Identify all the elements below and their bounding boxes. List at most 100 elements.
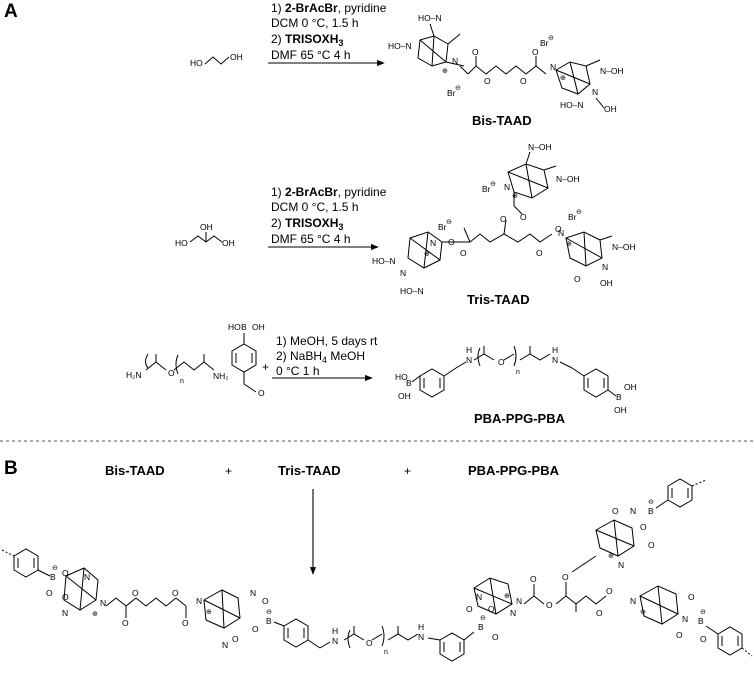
svg-text:⊕: ⊕: [560, 75, 566, 82]
reaction-1-step1: 1) 2-BrAcBr, pyridine: [271, 1, 387, 15]
svg-text:B: B: [616, 392, 622, 402]
svg-text:⊕: ⊕: [92, 611, 98, 618]
svg-text:OH: OH: [600, 278, 613, 288]
svg-text:H: H: [332, 626, 338, 636]
bis-taad-label: Bis-TAAD: [472, 113, 532, 128]
svg-text:O: O: [562, 572, 569, 582]
svg-text:H: H: [552, 345, 558, 355]
svg-text:NH₂: NH₂: [213, 371, 229, 381]
svg-text:HO: HO: [395, 372, 408, 382]
svg-text:O: O: [172, 588, 179, 598]
svg-text:N: N: [430, 238, 436, 248]
svg-text:O: O: [488, 604, 495, 614]
svg-text:O: O: [498, 357, 505, 367]
svg-text:n: n: [180, 378, 184, 385]
svg-text:N: N: [452, 56, 458, 66]
glycerol-structure: HO OH OH: [175, 222, 235, 248]
svg-text:⊖: ⊖: [576, 209, 582, 216]
svg-text:N: N: [62, 608, 68, 618]
svg-text:B: B: [406, 378, 412, 388]
pba-ppg-pba-structure: HO B OH N H O n N H B OH OH: [395, 345, 637, 415]
svg-text:⊕: ⊕: [442, 68, 448, 75]
svg-text:OH: OH: [252, 322, 265, 332]
svg-text:O: O: [466, 604, 473, 614]
reaction-2-step2: 2) TRISOXH3: [271, 216, 343, 232]
svg-text:N: N: [552, 355, 558, 365]
svg-text:N: N: [332, 636, 338, 646]
svg-text:OH: OH: [230, 52, 243, 62]
boronate-network-structure: B ⊖ O O O N N N ⊕ O O O O N ⊕ N O O O B …: [1, 478, 753, 662]
svg-text:⊖: ⊖: [446, 219, 452, 226]
svg-text:N: N: [618, 560, 624, 570]
svg-text:Br: Br: [447, 88, 456, 98]
svg-text:⊖: ⊖: [490, 181, 496, 188]
svg-text:N: N: [476, 592, 482, 602]
svg-text:N: N: [466, 355, 472, 365]
reaction-3-conditions: 1) MeOH, 5 days rt 2) NaBH4 MeOH 0 °C 1 …: [272, 334, 378, 382]
svg-text:O: O: [366, 638, 373, 648]
svg-text:O: O: [258, 388, 265, 398]
svg-text:n: n: [516, 369, 520, 376]
svg-text:⊕: ⊕: [566, 241, 572, 248]
reaction-3-step2: 2) NaBH4 MeOH: [276, 349, 365, 365]
svg-text:Br: Br: [568, 212, 577, 222]
svg-text:N: N: [196, 596, 202, 606]
svg-text:⊕: ⊕: [512, 193, 518, 200]
svg-text:HO–N: HO–N: [418, 13, 442, 23]
reaction-2-step1-conditions: DCM 0 °C, 1.5 h: [271, 200, 359, 214]
svg-text:O: O: [530, 574, 537, 584]
svg-text:O: O: [640, 522, 647, 532]
svg-text:N: N: [100, 598, 106, 608]
svg-text:⊖: ⊖: [266, 609, 272, 616]
svg-text:HO: HO: [228, 322, 241, 332]
svg-text:O: O: [555, 224, 562, 234]
svg-text:HO: HO: [175, 238, 188, 248]
plus-sign-1: +: [262, 360, 269, 374]
svg-text:O: O: [132, 588, 139, 598]
svg-text:N: N: [630, 506, 636, 516]
reaction-1-step1-conditions: DCM 0 °C, 1.5 h: [271, 16, 359, 30]
svg-text:H: H: [418, 622, 424, 632]
svg-text:O: O: [62, 568, 69, 578]
svg-text:⊖: ⊖: [455, 85, 461, 92]
svg-text:O: O: [46, 588, 53, 598]
svg-text:N: N: [418, 632, 424, 642]
svg-text:N: N: [630, 596, 636, 606]
svg-text:⊕: ⊕: [640, 609, 646, 616]
reaction-2-step1: 1) 2-BrAcBr, pyridine: [271, 185, 387, 199]
svg-text:HO: HO: [190, 58, 203, 68]
svg-text:O: O: [492, 632, 499, 642]
svg-text:O: O: [232, 634, 239, 644]
svg-text:O: O: [648, 540, 655, 550]
svg-text:O: O: [596, 608, 603, 618]
panel-label-a: A: [4, 1, 18, 22]
pba-ppg-pba-label: PBA-PPG-PBA: [474, 411, 566, 426]
reaction-2-conditions: 1) 2-BrAcBr, pyridine DCM 0 °C, 1.5 h 2)…: [268, 185, 387, 251]
svg-text:HO–N: HO–N: [400, 286, 424, 296]
svg-text:H: H: [466, 345, 472, 355]
svg-text:O: O: [500, 214, 507, 224]
svg-text:⊕: ⊕: [504, 593, 510, 600]
svg-text:OH: OH: [614, 405, 627, 415]
svg-text:⊖: ⊖: [480, 615, 486, 622]
svg-text:⊖: ⊖: [648, 499, 654, 506]
reaction-3-step3: 0 °C 1 h: [276, 364, 320, 378]
svg-text:N: N: [510, 608, 516, 618]
svg-text:N–OH: N–OH: [556, 174, 580, 184]
svg-text:⊖: ⊖: [52, 565, 58, 572]
svg-text:Br: Br: [482, 184, 491, 194]
reaction-3-step1: 1) MeOH, 5 days rt: [276, 334, 378, 348]
svg-text:N: N: [504, 182, 510, 192]
svg-text:O: O: [574, 274, 581, 284]
svg-text:O: O: [688, 592, 695, 602]
svg-text:N: N: [550, 62, 556, 72]
svg-text:⊖: ⊖: [548, 35, 554, 42]
component-tris-taad: Tris-TAAD: [278, 463, 341, 478]
svg-text:Br: Br: [540, 38, 549, 48]
svg-text:O: O: [252, 624, 259, 634]
svg-text:O: O: [612, 506, 619, 516]
svg-text:HO–N: HO–N: [560, 100, 584, 110]
svg-text:OH: OH: [398, 391, 411, 401]
svg-text:N: N: [84, 572, 90, 582]
svg-text:⊕: ⊕: [608, 553, 614, 560]
